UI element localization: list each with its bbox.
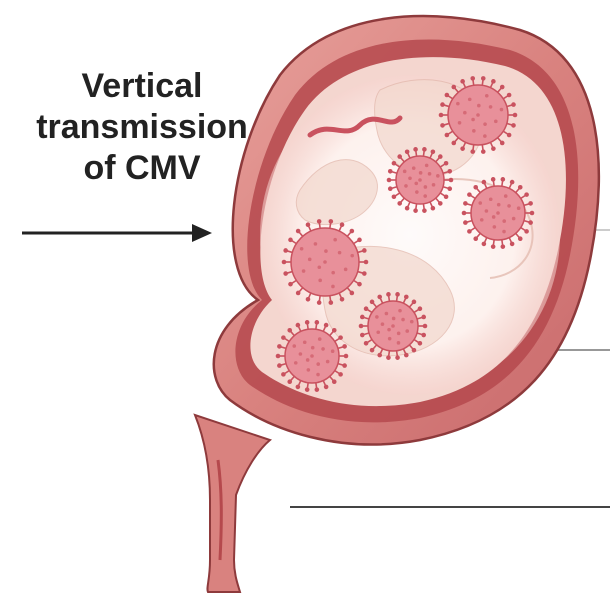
cervix-shape	[195, 415, 270, 592]
right-arrow-icon	[22, 224, 212, 242]
